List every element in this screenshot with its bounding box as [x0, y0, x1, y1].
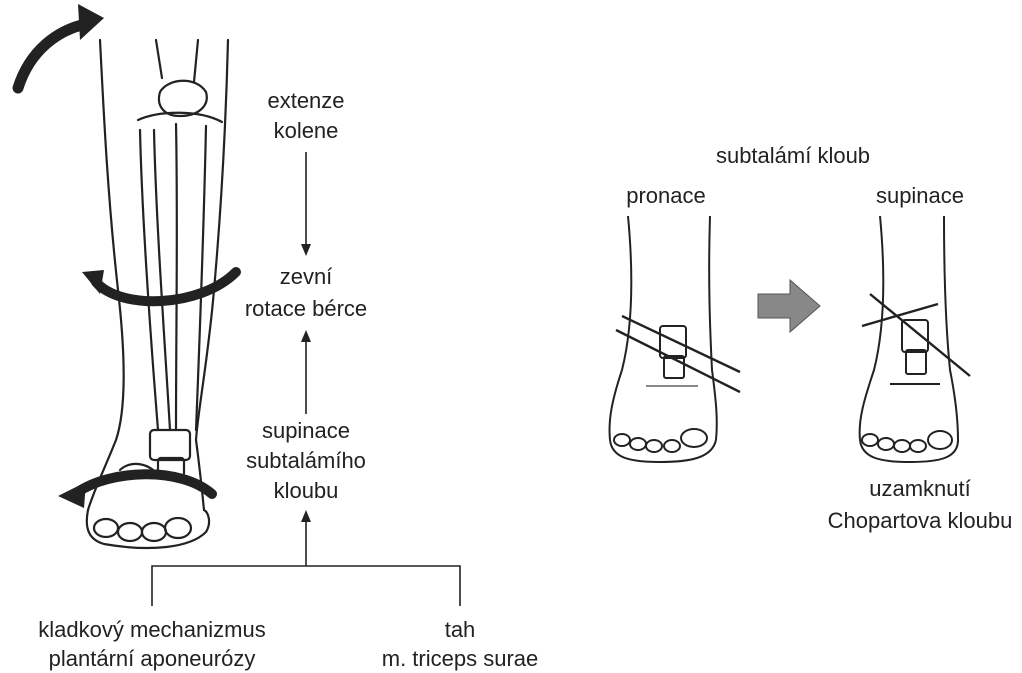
pronation-foot-illustration [610, 216, 741, 462]
supination-foot-illustration [860, 216, 970, 462]
foot-rotation-arrow [58, 474, 212, 508]
label-supinace: supinace [262, 418, 350, 443]
label-kloubu: kloubu [274, 478, 339, 503]
label-kolene: kolene [274, 118, 339, 143]
arrow-up-to-rotation [301, 330, 311, 414]
label-plantarni-aponeurozy: plantární aponeurózy [49, 646, 256, 671]
label-m-triceps-surae: m. triceps surae [382, 646, 539, 671]
arrow-down-to-rotation [301, 152, 311, 256]
label-subtalamiho: subtalámího [246, 448, 366, 473]
bracket-connector [152, 520, 460, 606]
label-rotace-berce: rotace bérce [245, 296, 367, 321]
label-tah: tah [445, 617, 476, 642]
label-pronace: pronace [626, 183, 706, 208]
extension-curved-arrow [18, 4, 104, 88]
label-uzamknuti: uzamknutí [869, 476, 971, 501]
label-subtalami-kloub: subtalámí kloub [716, 143, 870, 168]
label-zevni: zevní [280, 264, 333, 289]
label-chopartova-kloubu: Chopartova kloubu [828, 508, 1013, 533]
label-kladkovy-mechanizmus: kladkový mechanizmus [38, 617, 265, 642]
arrow-up-to-supination [301, 510, 311, 522]
label-extenze: extenze [267, 88, 344, 113]
label-supinace-right: supinace [876, 183, 964, 208]
transition-block-arrow [758, 280, 820, 332]
